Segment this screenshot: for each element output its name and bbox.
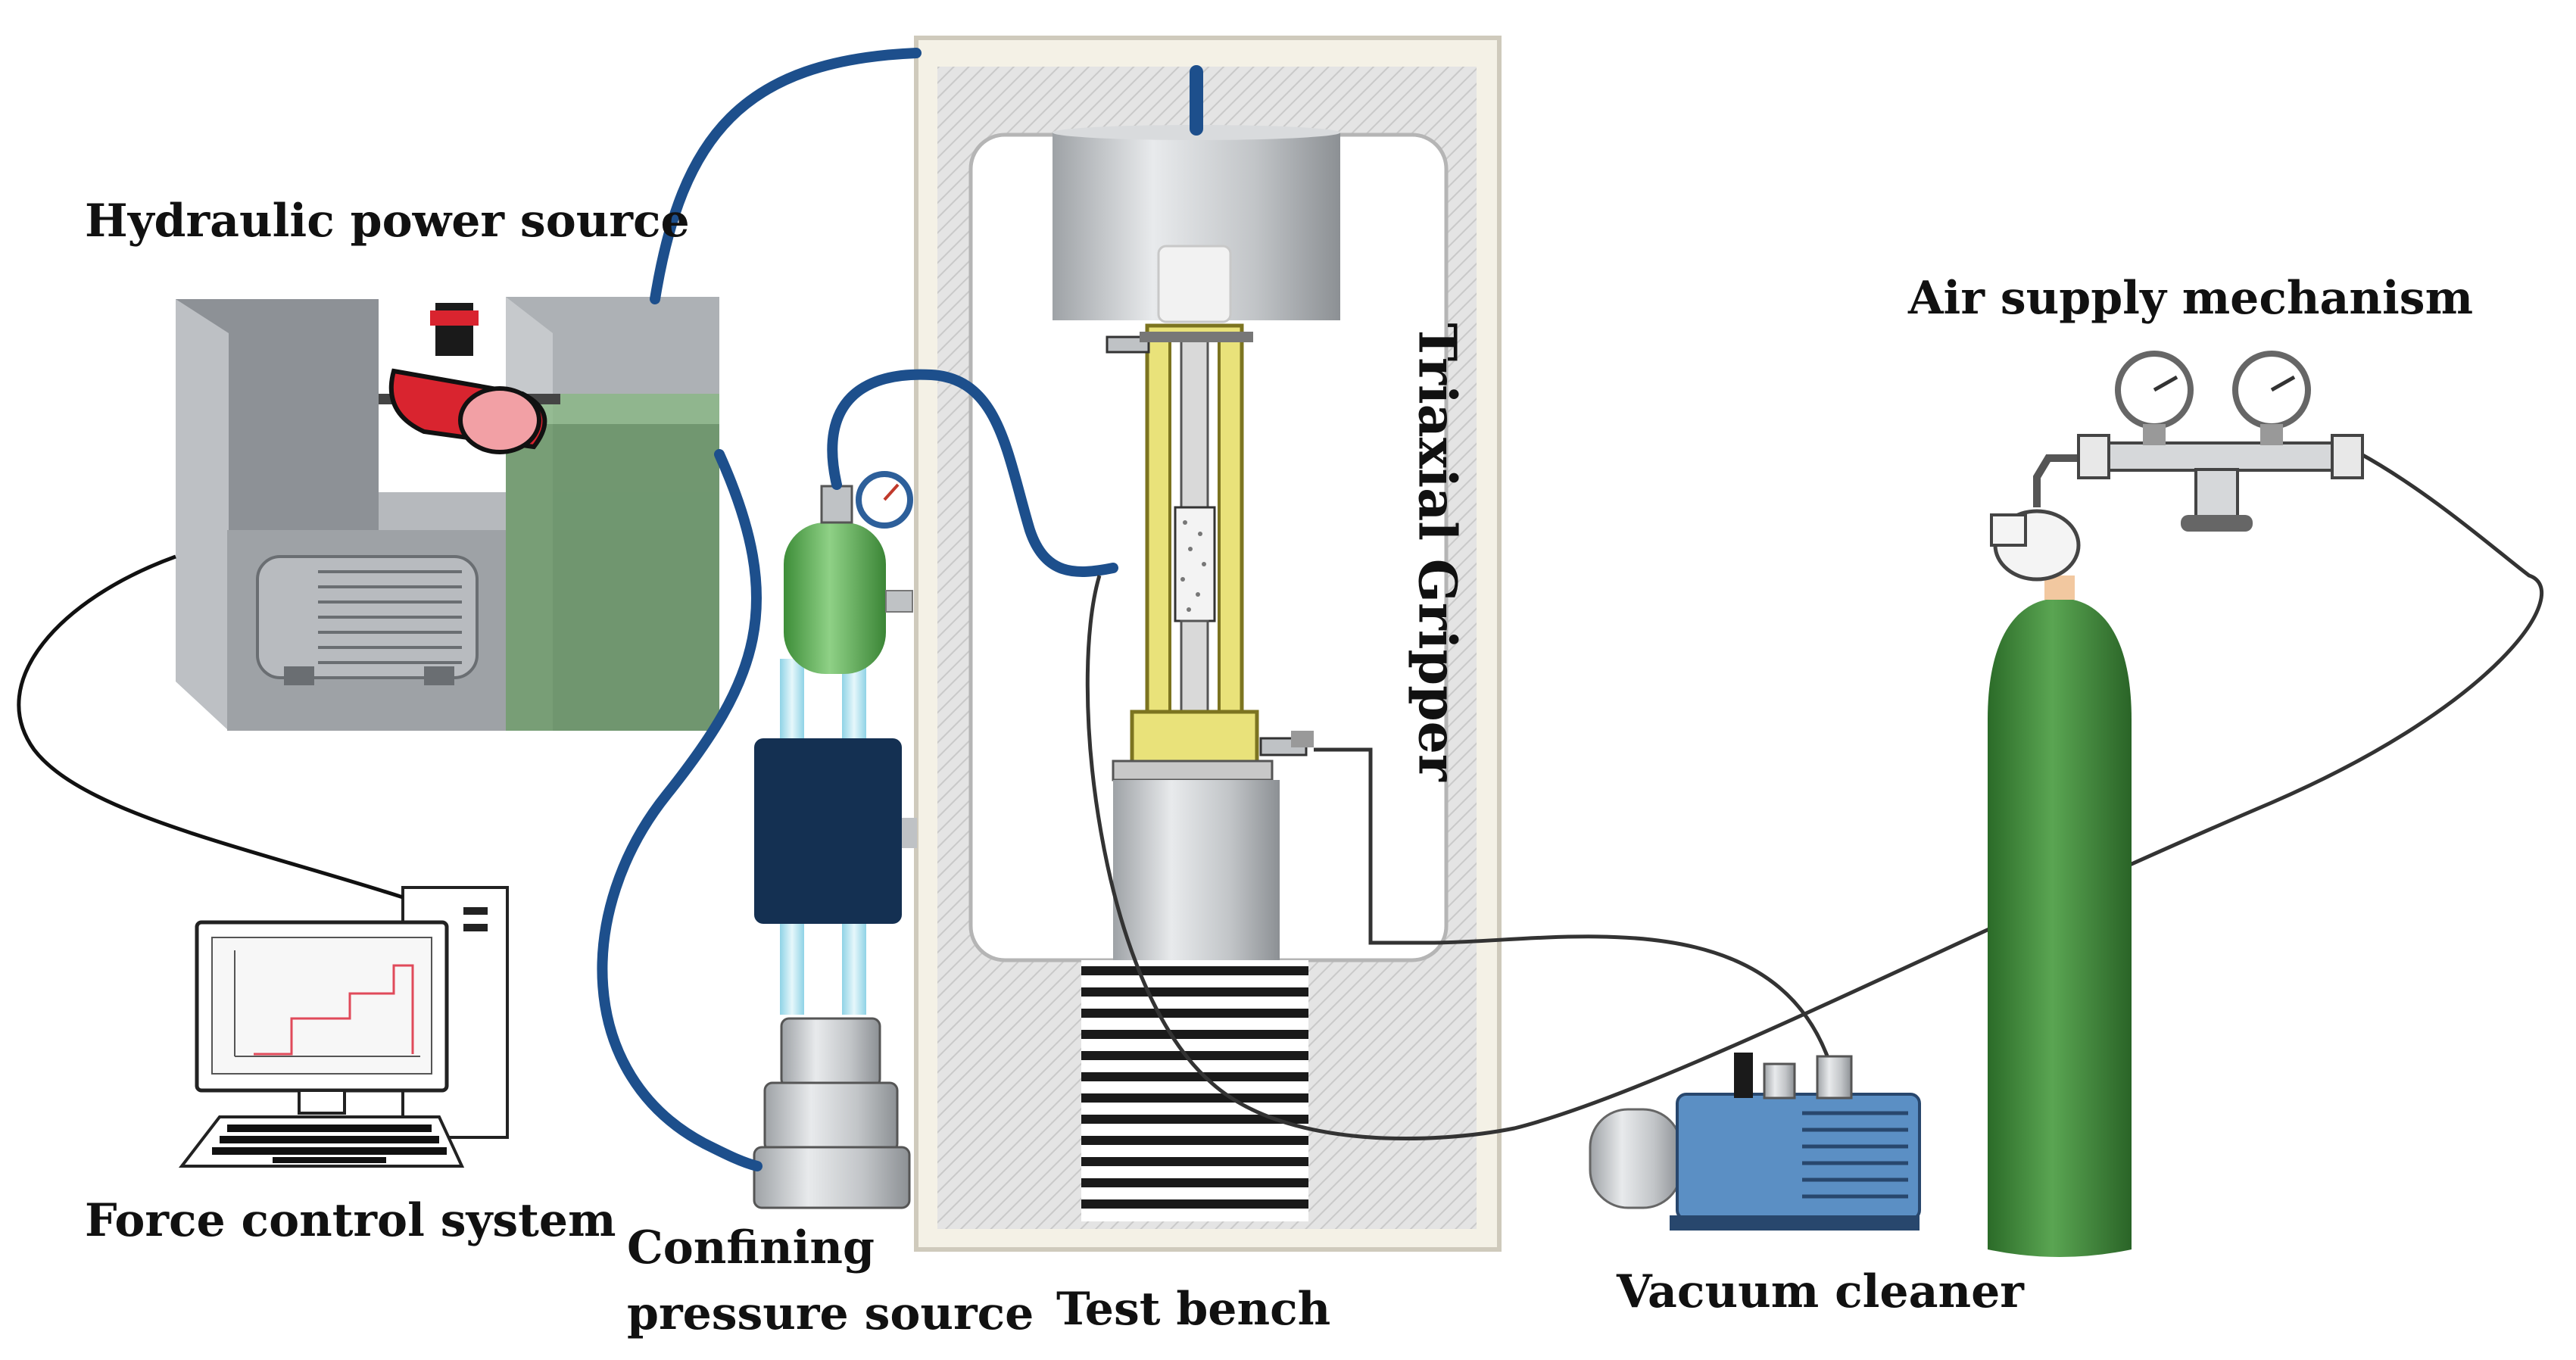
label-confining-pressure-source: Confining pressure source — [627, 1215, 1034, 1347]
pressure-gauge-icon — [820, 471, 913, 529]
label-triaxial-gripper: Triaxial Gripper — [1406, 323, 1467, 781]
vacuum-pump-icon — [1589, 1053, 1921, 1231]
label-test-bench: Test bench — [1056, 1283, 1331, 1336]
label-vacuum-cleaner: Vacuum cleaner — [1617, 1265, 2024, 1318]
label-confining-line2: pressure source — [627, 1287, 1034, 1340]
control-cable — [17, 554, 404, 900]
confining-pressure-source — [753, 522, 917, 1209]
label-confining-line1: Confining — [627, 1221, 875, 1274]
gas-cylinder-icon — [1988, 351, 2364, 1257]
computer-monitor-icon — [195, 886, 509, 1139]
hydraulic-tank-icon — [176, 297, 719, 731]
electric-motor-icon — [379, 303, 560, 454]
label-air-supply-mechanism: Air supply mechanism — [1908, 272, 2474, 325]
hydraulic-hoses — [597, 48, 1203, 1171]
keyboard-icon — [178, 1115, 465, 1168]
gas-lines — [1085, 451, 2543, 1141]
test-bench-frame — [914, 36, 1502, 1252]
label-force-control-system: Force control system — [85, 1194, 616, 1247]
label-hydraulic-power-source: Hydraulic power source — [85, 195, 690, 248]
